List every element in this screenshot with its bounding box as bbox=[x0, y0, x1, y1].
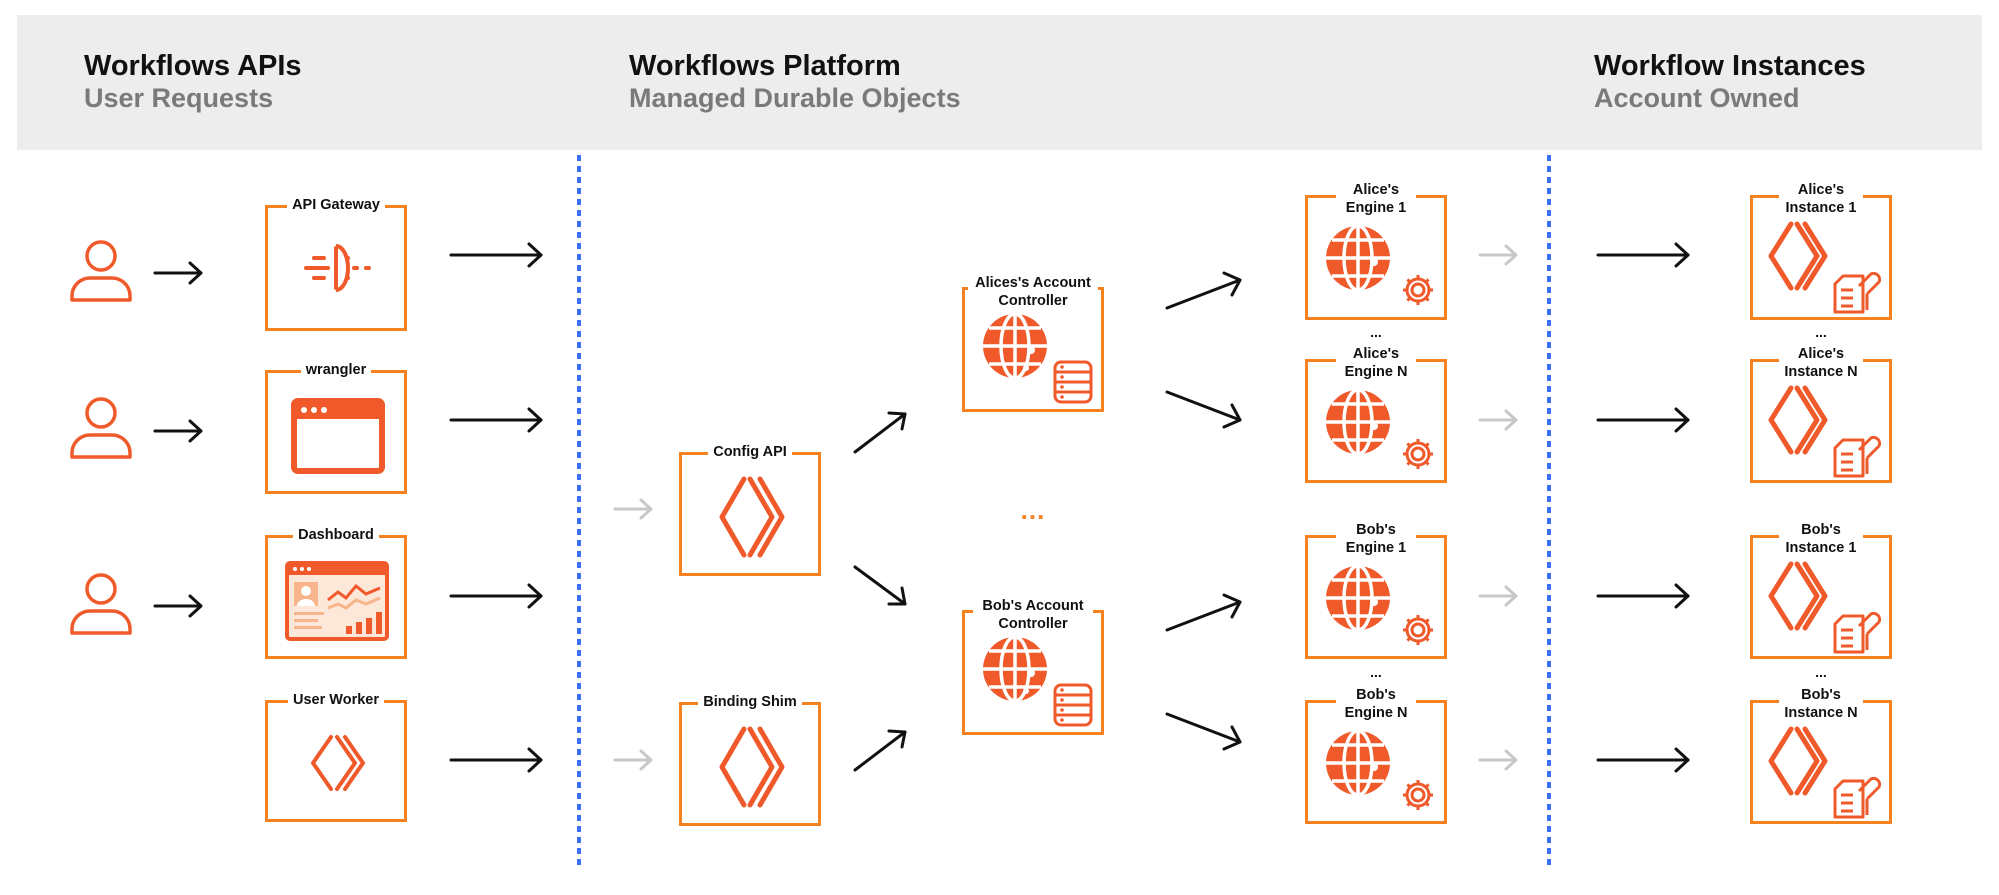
instance-stack-ellipsis: ... bbox=[1815, 664, 1827, 680]
box-label: Dashboard bbox=[268, 526, 404, 544]
durable-object-storage-icon bbox=[983, 635, 1093, 727]
arrow-bob-controller-to-engine-1 bbox=[1165, 593, 1242, 632]
api-gateway-box: API Gateway bbox=[265, 196, 407, 331]
box-label: API Gateway bbox=[268, 196, 404, 214]
column-subtitle-instances: Account Owned bbox=[1594, 83, 1800, 113]
box-label: wrangler bbox=[268, 361, 404, 379]
instance-tools-icon bbox=[1768, 726, 1882, 819]
bob-engine-n-box: Bob's Engine N bbox=[1305, 686, 1447, 824]
box-label: Bob's Engine 1 bbox=[1308, 521, 1444, 557]
api-gateway-icon bbox=[304, 244, 371, 292]
box-label: Alices's Account Controller bbox=[965, 274, 1101, 310]
arrow-user-to-dashboard bbox=[153, 594, 203, 618]
column-title-platform: Workflows Platform bbox=[629, 50, 901, 82]
durable-object-storage-icon bbox=[983, 312, 1093, 404]
arrow-to-alice-instance-n bbox=[1596, 407, 1690, 433]
instance-tools-icon bbox=[1768, 385, 1882, 478]
bob-instance-n-box: Bob's Instance N bbox=[1750, 686, 1892, 824]
bob-account-controller-box: Bob's Account Controller bbox=[962, 597, 1104, 735]
arrow-dashboard-out bbox=[449, 583, 543, 609]
box-label: Bob's Engine N bbox=[1308, 686, 1444, 722]
user-icon bbox=[70, 573, 132, 635]
engine-gear-icon bbox=[1326, 224, 1433, 305]
box-label: Bob's Instance 1 bbox=[1753, 521, 1889, 557]
instance-stack-ellipsis: ... bbox=[1815, 324, 1827, 340]
arrow-api-gateway-out bbox=[449, 242, 543, 268]
arrow-user-to-api-gateway bbox=[153, 261, 203, 285]
faint-arrow-engine-n-out bbox=[1478, 409, 1518, 431]
engine-gear-icon bbox=[1326, 729, 1433, 810]
alice-account-controller-box: Alices's Account Controller bbox=[962, 274, 1104, 412]
arrow-alice-controller-to-engine-1 bbox=[1165, 271, 1242, 310]
box-label: Bob's Account Controller bbox=[965, 597, 1101, 633]
user-icon bbox=[70, 397, 132, 459]
box-label: Bob's Instance N bbox=[1753, 686, 1889, 722]
box-label: Binding Shim bbox=[682, 693, 818, 711]
arrow-config-to-alice-controller bbox=[853, 411, 907, 454]
dashboard-box: Dashboard bbox=[265, 526, 407, 659]
alice-engine-1-box: Alice's Engine 1 bbox=[1305, 181, 1447, 320]
bob-engine-1-box: Bob's Engine 1 bbox=[1305, 521, 1447, 659]
bob-instance-1-box: Bob's Instance 1 bbox=[1750, 521, 1892, 659]
wrangler-box: wrangler bbox=[265, 361, 407, 494]
arrow-alice-controller-to-engine-n bbox=[1165, 390, 1242, 429]
box-label: Alice's Engine 1 bbox=[1308, 181, 1444, 217]
browser-window-icon bbox=[291, 398, 385, 474]
arrow-shim-to-bob-controller bbox=[853, 729, 907, 772]
box-label: Config API bbox=[682, 443, 818, 461]
header-band bbox=[17, 15, 1982, 150]
user-worker-box: User Worker bbox=[265, 691, 407, 822]
faint-arrow-bob-engine-n-out bbox=[1478, 749, 1518, 771]
workers-logo-icon bbox=[311, 735, 365, 791]
controllers-ellipsis: ... bbox=[1020, 495, 1046, 525]
alice-engine-n-box: Alice's Engine N bbox=[1305, 345, 1447, 483]
alice-instance-1-box: Alice's Instance 1 bbox=[1750, 181, 1892, 320]
engine-stack-ellipsis: ... bbox=[1370, 324, 1382, 340]
arrow-to-bob-instance-1 bbox=[1596, 583, 1690, 609]
box-label: Alice's Instance N bbox=[1753, 345, 1889, 381]
faint-arrow-bob-engine-1-out bbox=[1478, 585, 1518, 607]
arrow-to-alice-instance-1 bbox=[1596, 242, 1690, 268]
faint-arrow-engine-1-out bbox=[1478, 244, 1518, 266]
column-subtitle-apis: User Requests bbox=[84, 83, 274, 113]
column-title-instances: Workflow Instances bbox=[1594, 50, 1866, 82]
workers-logo-icon bbox=[719, 726, 785, 808]
arrow-bob-controller-to-engine-n bbox=[1165, 712, 1242, 751]
arrow-user-worker-out bbox=[449, 747, 543, 773]
instance-tools-icon bbox=[1768, 561, 1882, 654]
instance-tools-icon bbox=[1768, 221, 1882, 314]
box-label: User Worker bbox=[268, 691, 404, 709]
column-title-apis: Workflows APIs bbox=[84, 50, 302, 82]
arrow-to-bob-instance-n bbox=[1596, 747, 1690, 773]
engine-stack-ellipsis: ... bbox=[1370, 664, 1382, 680]
dashboard-icon bbox=[285, 561, 389, 641]
alice-instance-n-box: Alice's Instance N bbox=[1750, 345, 1892, 483]
engine-gear-icon bbox=[1326, 388, 1433, 469]
arrow-user-to-wrangler bbox=[153, 419, 203, 443]
user-icon bbox=[70, 240, 132, 302]
faint-arrow-to-config-api bbox=[613, 498, 653, 520]
config-api-box: Config API bbox=[679, 443, 821, 576]
arrow-wrangler-out bbox=[449, 407, 543, 433]
engine-gear-icon bbox=[1326, 564, 1433, 645]
binding-shim-box: Binding Shim bbox=[679, 693, 821, 826]
arrow-config-to-bob-controller bbox=[853, 565, 907, 606]
faint-arrow-to-binding-shim bbox=[613, 749, 653, 771]
box-label: Alice's Engine N bbox=[1308, 345, 1444, 381]
box-label: Alice's Instance 1 bbox=[1753, 181, 1889, 217]
column-subtitle-platform: Managed Durable Objects bbox=[629, 83, 961, 113]
workers-logo-icon bbox=[719, 476, 785, 558]
